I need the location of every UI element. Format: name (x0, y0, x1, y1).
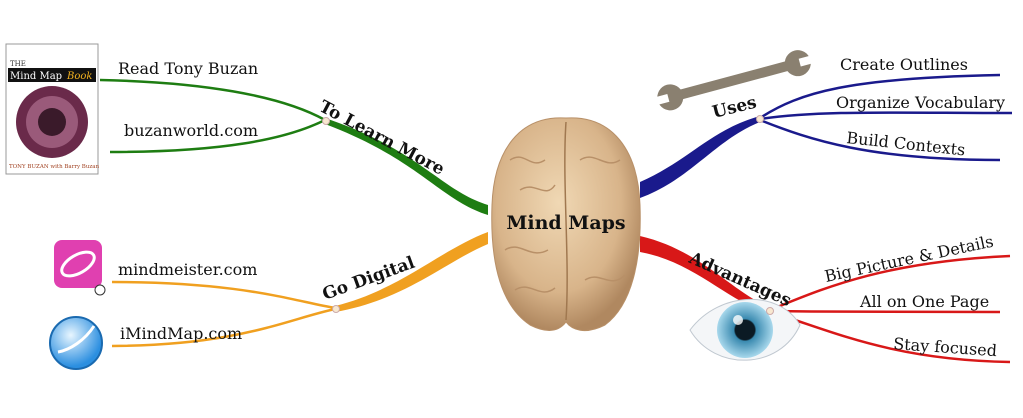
branch-uses[interactable]: Uses Create Outlines Organize Vocabulary… (640, 55, 1013, 198)
leaf-read-tony-buzan[interactable]: Read Tony Buzan (118, 59, 258, 78)
leaf-mindmeister[interactable]: mindmeister.com (118, 260, 257, 279)
wrench-icon (653, 50, 815, 111)
branch-label: Uses (710, 93, 758, 123)
branch-go-digital[interactable]: Go Digital mindmeister.com iMindMap.com (111, 232, 488, 348)
leaf-buzanworld[interactable]: buzanworld.com (124, 121, 258, 140)
leaf-imindmap[interactable]: iMindMap.com (120, 324, 242, 343)
leaf-stay-focused[interactable]: Stay focused (893, 334, 998, 360)
leaf-create-outlines[interactable]: Create Outlines (840, 55, 968, 74)
eye-icon (689, 298, 801, 361)
mindmeister-app-icon (54, 240, 106, 296)
branch-to-learn-more[interactable]: To Learn More Read Tony Buzan buzanworld… (99, 59, 488, 215)
svg-text:Mind Map: Mind Map (10, 71, 62, 82)
leaf-organize-vocabulary[interactable]: Organize Vocabulary (836, 93, 1005, 112)
book-icon: THE Mind Map Book TONY BUZAN with Barry … (5, 43, 100, 175)
branch-label: To Learn More (316, 97, 448, 180)
brain-icon: Mind Maps (491, 117, 641, 332)
svg-text:THE: THE (10, 60, 26, 68)
svg-text:TONY BUZAN with Barry Buzan: TONY BUZAN with Barry Buzan (9, 164, 100, 170)
leaf-all-on-one-page[interactable]: All on One Page (859, 292, 989, 311)
center-label: Mind Maps (506, 212, 625, 234)
imindmap-app-icon (49, 316, 103, 370)
branch-advantages[interactable]: Advantages Big Picture & Details All on … (640, 232, 1011, 364)
svg-text:Book: Book (66, 71, 92, 82)
